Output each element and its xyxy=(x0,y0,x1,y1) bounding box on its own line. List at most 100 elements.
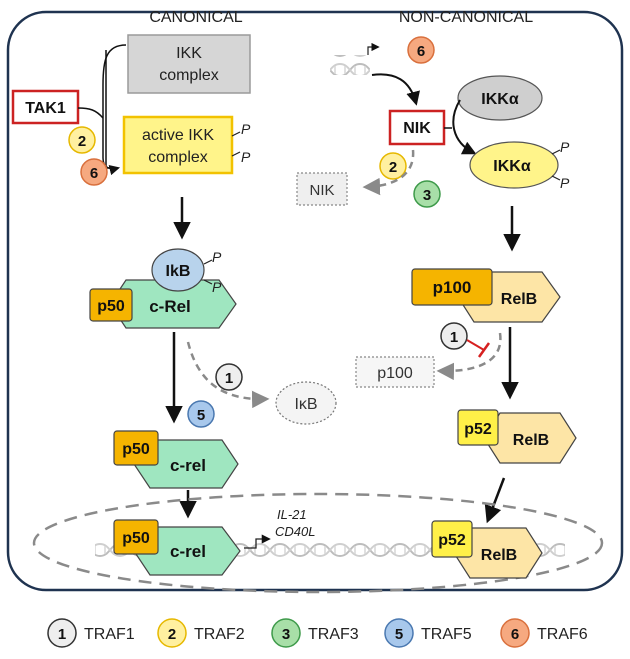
ikk-alpha-inactive: IKKα xyxy=(457,75,543,121)
crel-upper-label: c-Rel xyxy=(149,297,191,316)
p50-crel-nucleus: c-rel p50 xyxy=(113,519,241,576)
traf2-badge-tak1: 2 xyxy=(68,126,96,154)
degraded-nik-box: NIK xyxy=(296,172,348,206)
ikk-complex-line1: IKK xyxy=(176,45,202,62)
legend-number-3: 3 xyxy=(282,626,290,643)
ikk-alpha-active-label: IKKα xyxy=(493,158,531,175)
p50-upper-label: p50 xyxy=(97,298,125,315)
non-canonical-arrow-3 xyxy=(484,477,506,524)
tak1-label: TAK1 xyxy=(25,100,66,117)
legend-label-traf3: TRAF3 xyxy=(308,626,359,643)
traf1-badge-ikb: 1 xyxy=(215,363,243,391)
legend-item-traf6: 6 TRAF6 xyxy=(500,618,588,648)
svg-text:3: 3 xyxy=(423,187,431,204)
legend-item-traf1: 1 TRAF1 xyxy=(47,618,135,648)
gene-cd40l: CD40L xyxy=(275,524,315,539)
legend-label-traf2: TRAF2 xyxy=(194,626,245,643)
p100-relb-complex: RelB p100 xyxy=(411,268,561,323)
ikb-release-arrow xyxy=(186,341,270,409)
transcription-arrow xyxy=(244,534,271,549)
legend-label-traf6: TRAF6 xyxy=(537,626,588,643)
active-ikk-line1: active IKK xyxy=(142,127,214,144)
p50-upper-box xyxy=(89,288,133,322)
legend-number-5: 5 xyxy=(395,626,403,643)
p52-nucleus-box xyxy=(431,520,473,558)
p52-relb-cytoplasm: RelB p52 xyxy=(457,409,577,464)
nik-label: NIK xyxy=(403,120,431,137)
degraded-nik-label: NIK xyxy=(309,182,334,199)
legend-label-traf1: TRAF1 xyxy=(84,626,135,643)
ikk-to-active-connector xyxy=(102,44,127,158)
processed-p100-label: p100 xyxy=(377,365,413,382)
svg-text:1: 1 xyxy=(225,370,233,387)
legend-badge-6 xyxy=(500,618,530,648)
nucleus xyxy=(32,492,604,594)
cell-membrane xyxy=(6,10,624,592)
ikb-label: IkB xyxy=(166,263,191,280)
traf2-badge-nik: 2 xyxy=(379,152,407,180)
legend-badge-5 xyxy=(384,618,414,648)
svg-text:P: P xyxy=(241,121,251,137)
crel-nucleus-label: c-rel xyxy=(170,542,206,561)
tak1-to-ikk-line xyxy=(77,107,104,119)
dna-icon-top xyxy=(330,42,380,75)
svg-text:2: 2 xyxy=(389,159,397,176)
traf-legend: 1 TRAF1 2 TRAF2 3 TRAF3 5 TRAF5 6 TRAF6 xyxy=(47,618,588,648)
ikk-alpha-active: IKKα P P xyxy=(469,139,570,191)
p50-middle-label: p50 xyxy=(122,441,150,458)
svg-text:6: 6 xyxy=(417,43,425,60)
p52-relb-nucleus: RelB p52 xyxy=(431,520,543,579)
ikk-to-active-arrowhead xyxy=(102,157,121,176)
traf5-badge-ikb: 5 xyxy=(187,400,215,428)
released-ikb: IκB xyxy=(275,381,337,425)
ikk-alpha-activation-arrow xyxy=(452,99,477,155)
processed-p100-box: p100 xyxy=(355,356,435,388)
ikb-p50-crel-complex: c-Rel p50 IkB P P xyxy=(89,248,237,329)
legend-label-traf5: TRAF5 xyxy=(421,626,472,643)
nik-expression-arrow xyxy=(371,73,420,106)
p100-label: p100 xyxy=(433,278,472,297)
active-ikk-complex-box: active IKK complex xyxy=(122,115,234,175)
ikk-alpha-inactive-label: IKKα xyxy=(481,91,519,108)
traf6-badge-tak1: 6 xyxy=(80,158,108,186)
p52-middle-label: p52 xyxy=(464,421,492,438)
legend-number-6: 6 xyxy=(511,626,519,643)
relb-nucleus-label: RelB xyxy=(481,547,517,564)
active-ikk-phospho: P P xyxy=(231,121,251,165)
svg-text:P: P xyxy=(212,279,222,295)
traf1-inhibition-line xyxy=(466,339,485,351)
svg-text:5: 5 xyxy=(197,407,205,424)
ikk-complex-line2: complex xyxy=(159,67,219,84)
legend-item-traf3: 3 TRAF3 xyxy=(271,618,359,648)
svg-text:P: P xyxy=(560,139,570,155)
tak1-box: TAK1 xyxy=(11,89,80,125)
p52-nucleus-label: p52 xyxy=(438,532,466,549)
svg-text:2: 2 xyxy=(78,133,86,150)
ikk-complex-box: IKK complex xyxy=(127,34,251,94)
p50-nucleus-label: p50 xyxy=(122,530,150,547)
traf1-badge-p100: 1 xyxy=(440,322,468,350)
nik-degradation-arrow xyxy=(362,149,415,196)
svg-text:1: 1 xyxy=(450,329,458,346)
released-ikb-label: IκB xyxy=(294,396,317,413)
legend-number-2: 2 xyxy=(168,626,176,643)
nik-box: NIK xyxy=(388,109,446,146)
svg-text:P: P xyxy=(560,175,570,191)
p50-middle-box xyxy=(113,430,159,466)
p50-crel-cytoplasm: c-rel p50 xyxy=(113,430,239,489)
svg-text:P: P xyxy=(241,149,251,165)
crel-middle-label: c-rel xyxy=(170,456,206,475)
p52-middle-box xyxy=(457,409,499,446)
legend-badge-3 xyxy=(271,618,301,648)
legend-badge-1 xyxy=(47,618,77,648)
legend-number-1: 1 xyxy=(58,626,66,643)
traf6-badge-nik: 6 xyxy=(407,36,435,64)
p100-box xyxy=(411,268,493,306)
svg-text:P: P xyxy=(212,249,222,265)
traf3-badge-nik: 3 xyxy=(413,180,441,208)
relb-middle-label: RelB xyxy=(513,432,549,449)
legend-badge-2 xyxy=(157,618,187,648)
ikb-ellipse xyxy=(151,248,205,292)
non-canonical-header: NON-CANONICAL xyxy=(399,9,533,26)
